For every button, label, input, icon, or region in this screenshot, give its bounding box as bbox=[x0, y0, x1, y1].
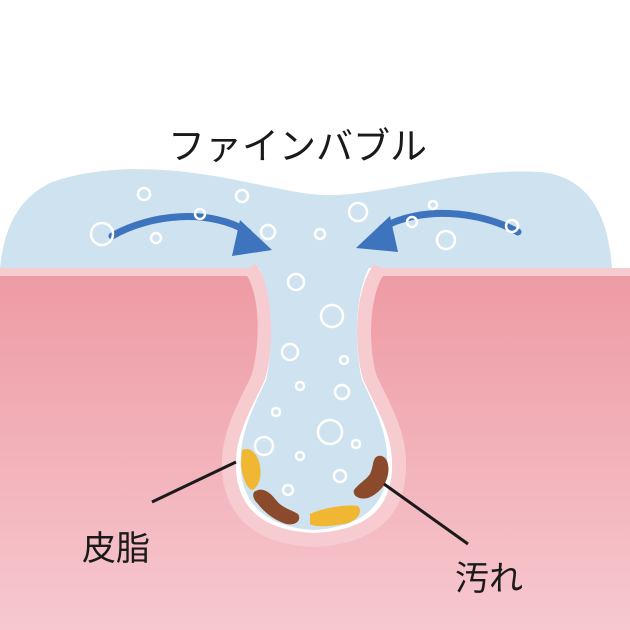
dirt-deposit-right bbox=[353, 455, 389, 499]
bubble bbox=[313, 227, 327, 241]
bubble bbox=[234, 188, 250, 204]
bubble bbox=[332, 468, 348, 484]
pore-rim bbox=[221, 263, 407, 548]
bubble bbox=[319, 303, 345, 329]
bubble-group bbox=[89, 186, 520, 497]
sebum-deposit-bottom bbox=[310, 505, 361, 527]
bubble bbox=[316, 418, 344, 446]
bubble bbox=[347, 201, 369, 223]
pore-water bbox=[240, 262, 388, 530]
bubble bbox=[333, 383, 351, 401]
diagram-title: ファインバブル bbox=[168, 125, 427, 168]
bubble bbox=[338, 354, 350, 366]
bubble bbox=[281, 483, 295, 497]
bubble bbox=[253, 435, 275, 457]
skin-layer bbox=[0, 268, 630, 630]
bubble bbox=[270, 406, 282, 418]
dirt-deposit-left bbox=[253, 489, 300, 525]
bubble bbox=[89, 221, 115, 247]
bubble bbox=[280, 342, 300, 362]
bubble bbox=[350, 438, 362, 450]
arrow-right-icon bbox=[108, 213, 272, 256]
bubble bbox=[435, 229, 457, 251]
bubble bbox=[294, 450, 306, 462]
bubble bbox=[504, 218, 520, 234]
bubble bbox=[149, 231, 163, 245]
bubble bbox=[286, 272, 306, 292]
bubble bbox=[427, 199, 439, 211]
bubble bbox=[405, 215, 419, 229]
bubble bbox=[136, 186, 152, 202]
bubble bbox=[193, 207, 207, 221]
foam-layer bbox=[0, 169, 612, 268]
sebum-label: 皮脂 bbox=[82, 529, 150, 569]
dirt-label: 汚れ bbox=[455, 559, 523, 599]
sebum-deposit-left bbox=[241, 448, 261, 490]
bubble bbox=[294, 380, 306, 392]
dirt-leader-line bbox=[383, 482, 469, 546]
bubble bbox=[259, 223, 277, 241]
sebum-leader-line bbox=[151, 460, 237, 504]
arrow-left-icon bbox=[356, 209, 522, 252]
